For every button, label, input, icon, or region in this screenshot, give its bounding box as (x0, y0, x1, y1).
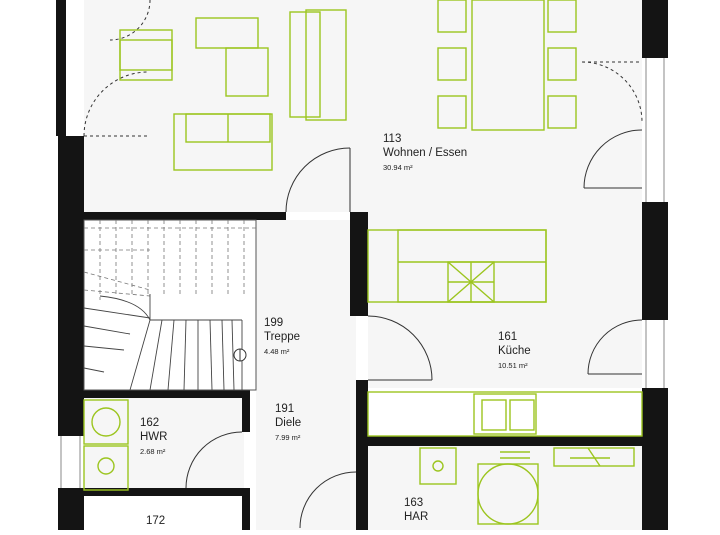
room-name: Küche (498, 345, 531, 358)
room-area: 30.94 m² (383, 162, 413, 172)
utility-appliances (83, 399, 129, 491)
room-name: Diele (275, 417, 302, 430)
room-label-utility: 162 HWR 2.68 m² (140, 416, 167, 456)
room-number: 163 (404, 497, 424, 509)
room-label-stairs: 199 Treppe 4.48 m² (264, 316, 300, 356)
room-number: 162 (140, 417, 160, 429)
room-number: 191 (275, 403, 295, 415)
room-label-storage: 163 HAR (404, 496, 428, 525)
room-area: 7.99 m² (275, 432, 301, 442)
room-label-living: 113 Wohnen / Essen 30.94 m² (383, 132, 467, 172)
room-area: 10.51 m² (498, 360, 528, 370)
windows (60, 58, 665, 488)
room-number: 172 (146, 515, 166, 527)
room-label-kitchen: 161 Küche 10.51 m² (498, 330, 531, 370)
room-name: Treppe (264, 331, 301, 344)
room-label-hall: 191 Diele 7.99 m² (275, 402, 301, 442)
room-number: 161 (498, 331, 518, 343)
stairs (83, 219, 257, 391)
room-number: 113 (383, 133, 402, 145)
room-label-172: 172 (146, 514, 165, 528)
room-name: HAR (404, 511, 429, 524)
walls (56, 0, 668, 530)
room-area: 2.68 m² (140, 446, 166, 456)
doors (83, 0, 643, 529)
room-number: 199 (264, 317, 284, 329)
room-name: HWR (140, 431, 168, 444)
floor-areas (84, 0, 642, 530)
storage-appliances (419, 447, 635, 525)
living-furniture (119, 0, 577, 171)
kitchen-counter (367, 229, 643, 437)
room-name: Wohnen / Essen (383, 147, 468, 160)
room-area: 4.48 m² (264, 346, 290, 356)
